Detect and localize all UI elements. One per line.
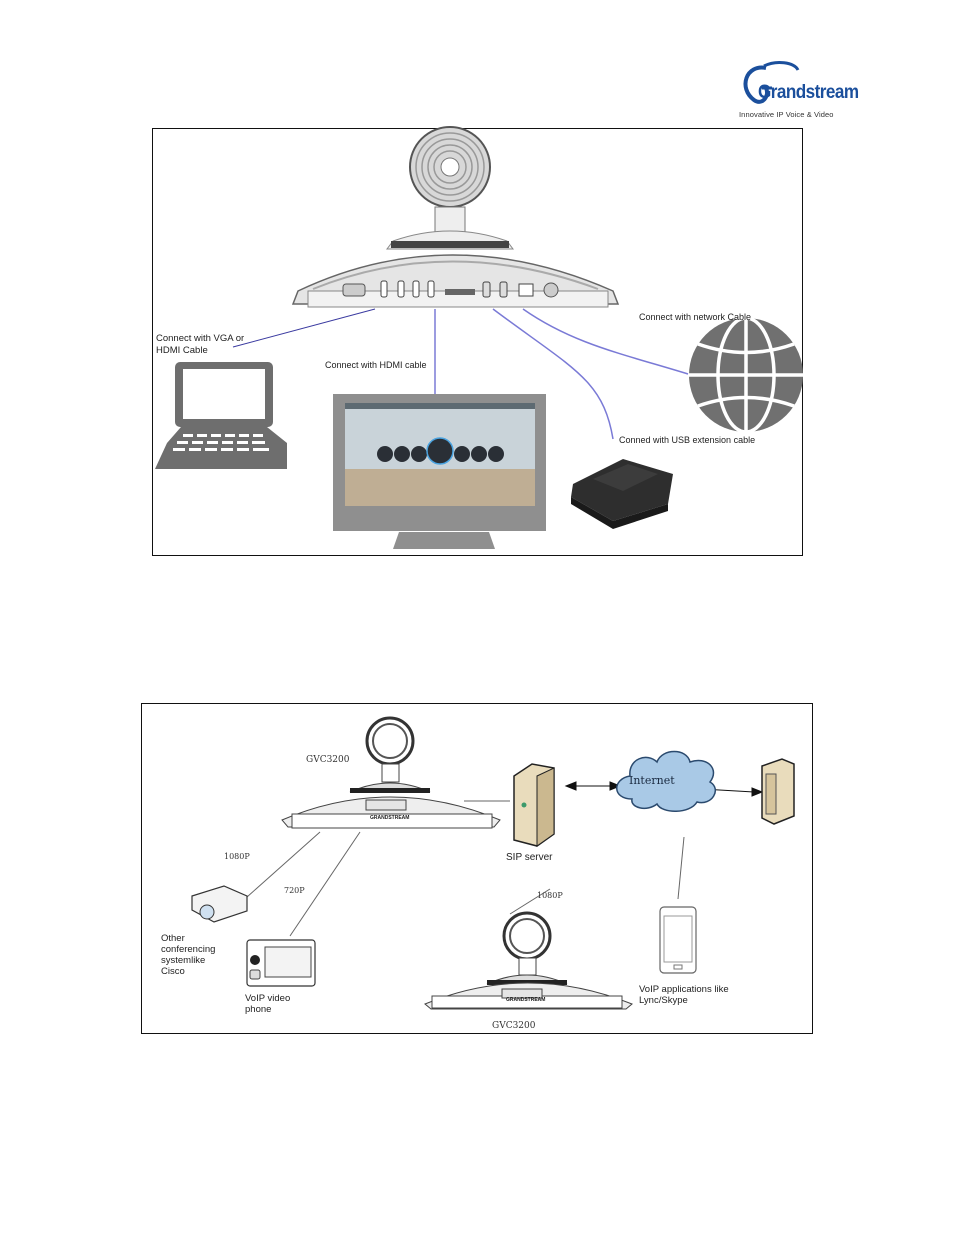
other-conf-line1: Other	[161, 933, 185, 944]
resolution-720p-label: 720P	[284, 886, 305, 895]
gvc3200-bottom-label: GVC3200	[492, 1021, 536, 1031]
usb-cable-line	[492, 308, 614, 440]
vga-hdmi-label-line1: Connect with VGA or	[156, 333, 245, 344]
gvc3200-base	[291, 230, 620, 308]
network-cable-label: Connect with network Cable	[639, 312, 752, 322]
figure1-drawing	[155, 126, 803, 549]
brand-plate-top: GRANDSTREAM	[370, 815, 410, 821]
resolution-1080p-label: 1080P	[224, 852, 250, 861]
camera-head	[409, 126, 491, 233]
voip-video-phone-label: VoIP video phone	[245, 993, 290, 1015]
other-conf-line4: Cisco	[161, 966, 185, 977]
voip-apps-line1: VoIP applications like	[639, 984, 729, 995]
connection-diagram-figure: Connect with VGA or HDMI Cable Connect w…	[152, 126, 803, 556]
sip-server-label: SIP server	[506, 852, 553, 863]
voip-apps-label: VoIP applications like Lync/Skype	[639, 984, 729, 1006]
voip-phone-line1: VoIP video	[245, 993, 291, 1004]
internet-label: Internet	[629, 774, 675, 787]
voip-apps-line2: Lync/Skype	[639, 995, 688, 1006]
laptop-icon	[155, 362, 287, 469]
logo-swoosh-icon	[743, 61, 800, 104]
figure2-drawing	[191, 716, 795, 1010]
remote-server-icon	[761, 758, 795, 825]
sip-server-icon	[513, 763, 555, 847]
voip-video-phone-icon	[246, 939, 316, 987]
other-conf-line3: systemlike	[161, 955, 206, 966]
usb-cable-label: Conned with USB extension cable	[619, 435, 756, 445]
cables	[232, 308, 689, 440]
projector-icon	[191, 885, 248, 923]
gvc3200-bottom-unit	[424, 911, 633, 1010]
other-conferencing-label: Other conferencing systemlike Cisco	[161, 933, 215, 977]
resolution-1080p-bottom-label: 1080P	[537, 891, 563, 900]
other-conf-line2: conferencing	[161, 944, 216, 955]
usb-speakerphone	[571, 459, 673, 529]
vga-hdmi-label: Connect with VGA or HDMI Cable	[156, 333, 244, 357]
voip-phone-line2: phone	[245, 1004, 272, 1015]
monitor-display	[333, 394, 546, 549]
grandstream-logo: Grandstream Innovative IP Voice & Video	[736, 58, 859, 122]
vga-cable-line	[232, 308, 376, 348]
hdmi-cable-label: Connect with HDMI cable	[325, 360, 427, 370]
gvc3200-top-unit	[281, 716, 501, 829]
smartphone-icon	[659, 906, 697, 974]
globe-icon	[689, 316, 803, 434]
internet-cloud-icon	[616, 750, 716, 812]
vga-hdmi-label-line2: HDMI Cable	[156, 345, 208, 356]
connection-lines	[246, 800, 685, 937]
logo-tagline: Innovative IP Voice & Video	[739, 110, 834, 119]
logo-brand: Grandstream	[758, 82, 859, 103]
network-cable-line	[522, 308, 689, 375]
brand-plate-bottom: GRANDSTREAM	[506, 997, 546, 1003]
gvc3200-top-label: GVC3200	[306, 755, 350, 765]
network-topology-figure: GVC3200 Internet SIP server 1080P 720P 1…	[141, 703, 813, 1034]
